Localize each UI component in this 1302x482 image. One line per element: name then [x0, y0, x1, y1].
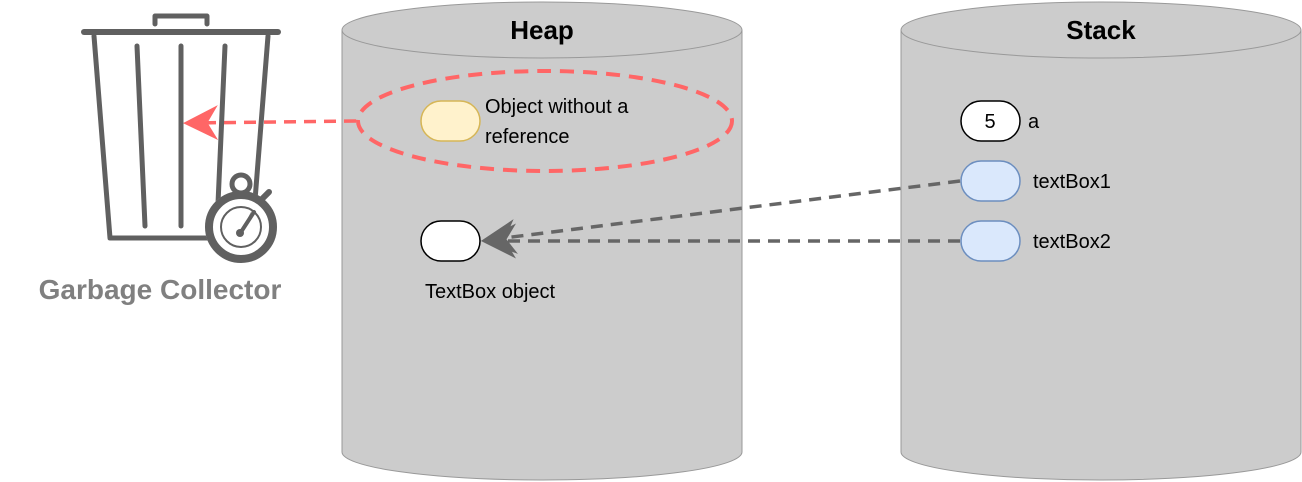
heap-cylinder: Heap: [341, 1, 743, 481]
unreferenced-object-label-line1: Object without a: [485, 96, 629, 118]
textbox2-name: textBox2: [1033, 231, 1111, 253]
garbage-collector-label: Garbage Collector: [39, 274, 282, 305]
value-name: a: [1028, 111, 1040, 133]
unreferenced-object-highlight: [356, 69, 734, 173]
unreferenced-object: [420, 100, 481, 142]
stack-title: Stack: [1066, 15, 1136, 45]
textbox1-reference: [960, 160, 1021, 202]
textbox-object: [420, 220, 481, 262]
collect-arrow: [183, 105, 357, 141]
textbox-object-label: TextBox object: [425, 281, 556, 303]
textbox2-reference: [960, 220, 1021, 262]
stopwatch-icon: [205, 172, 277, 263]
textbox1-name: textBox1: [1033, 171, 1111, 193]
trash-can-icon: [81, 13, 281, 241]
stack-cylinder: Stack: [900, 1, 1302, 481]
unreferenced-object-label-line2: reference: [485, 126, 570, 148]
heap-title: Heap: [510, 15, 574, 45]
value-cell: [960, 100, 1021, 142]
value-cell-text: 5: [984, 111, 995, 133]
